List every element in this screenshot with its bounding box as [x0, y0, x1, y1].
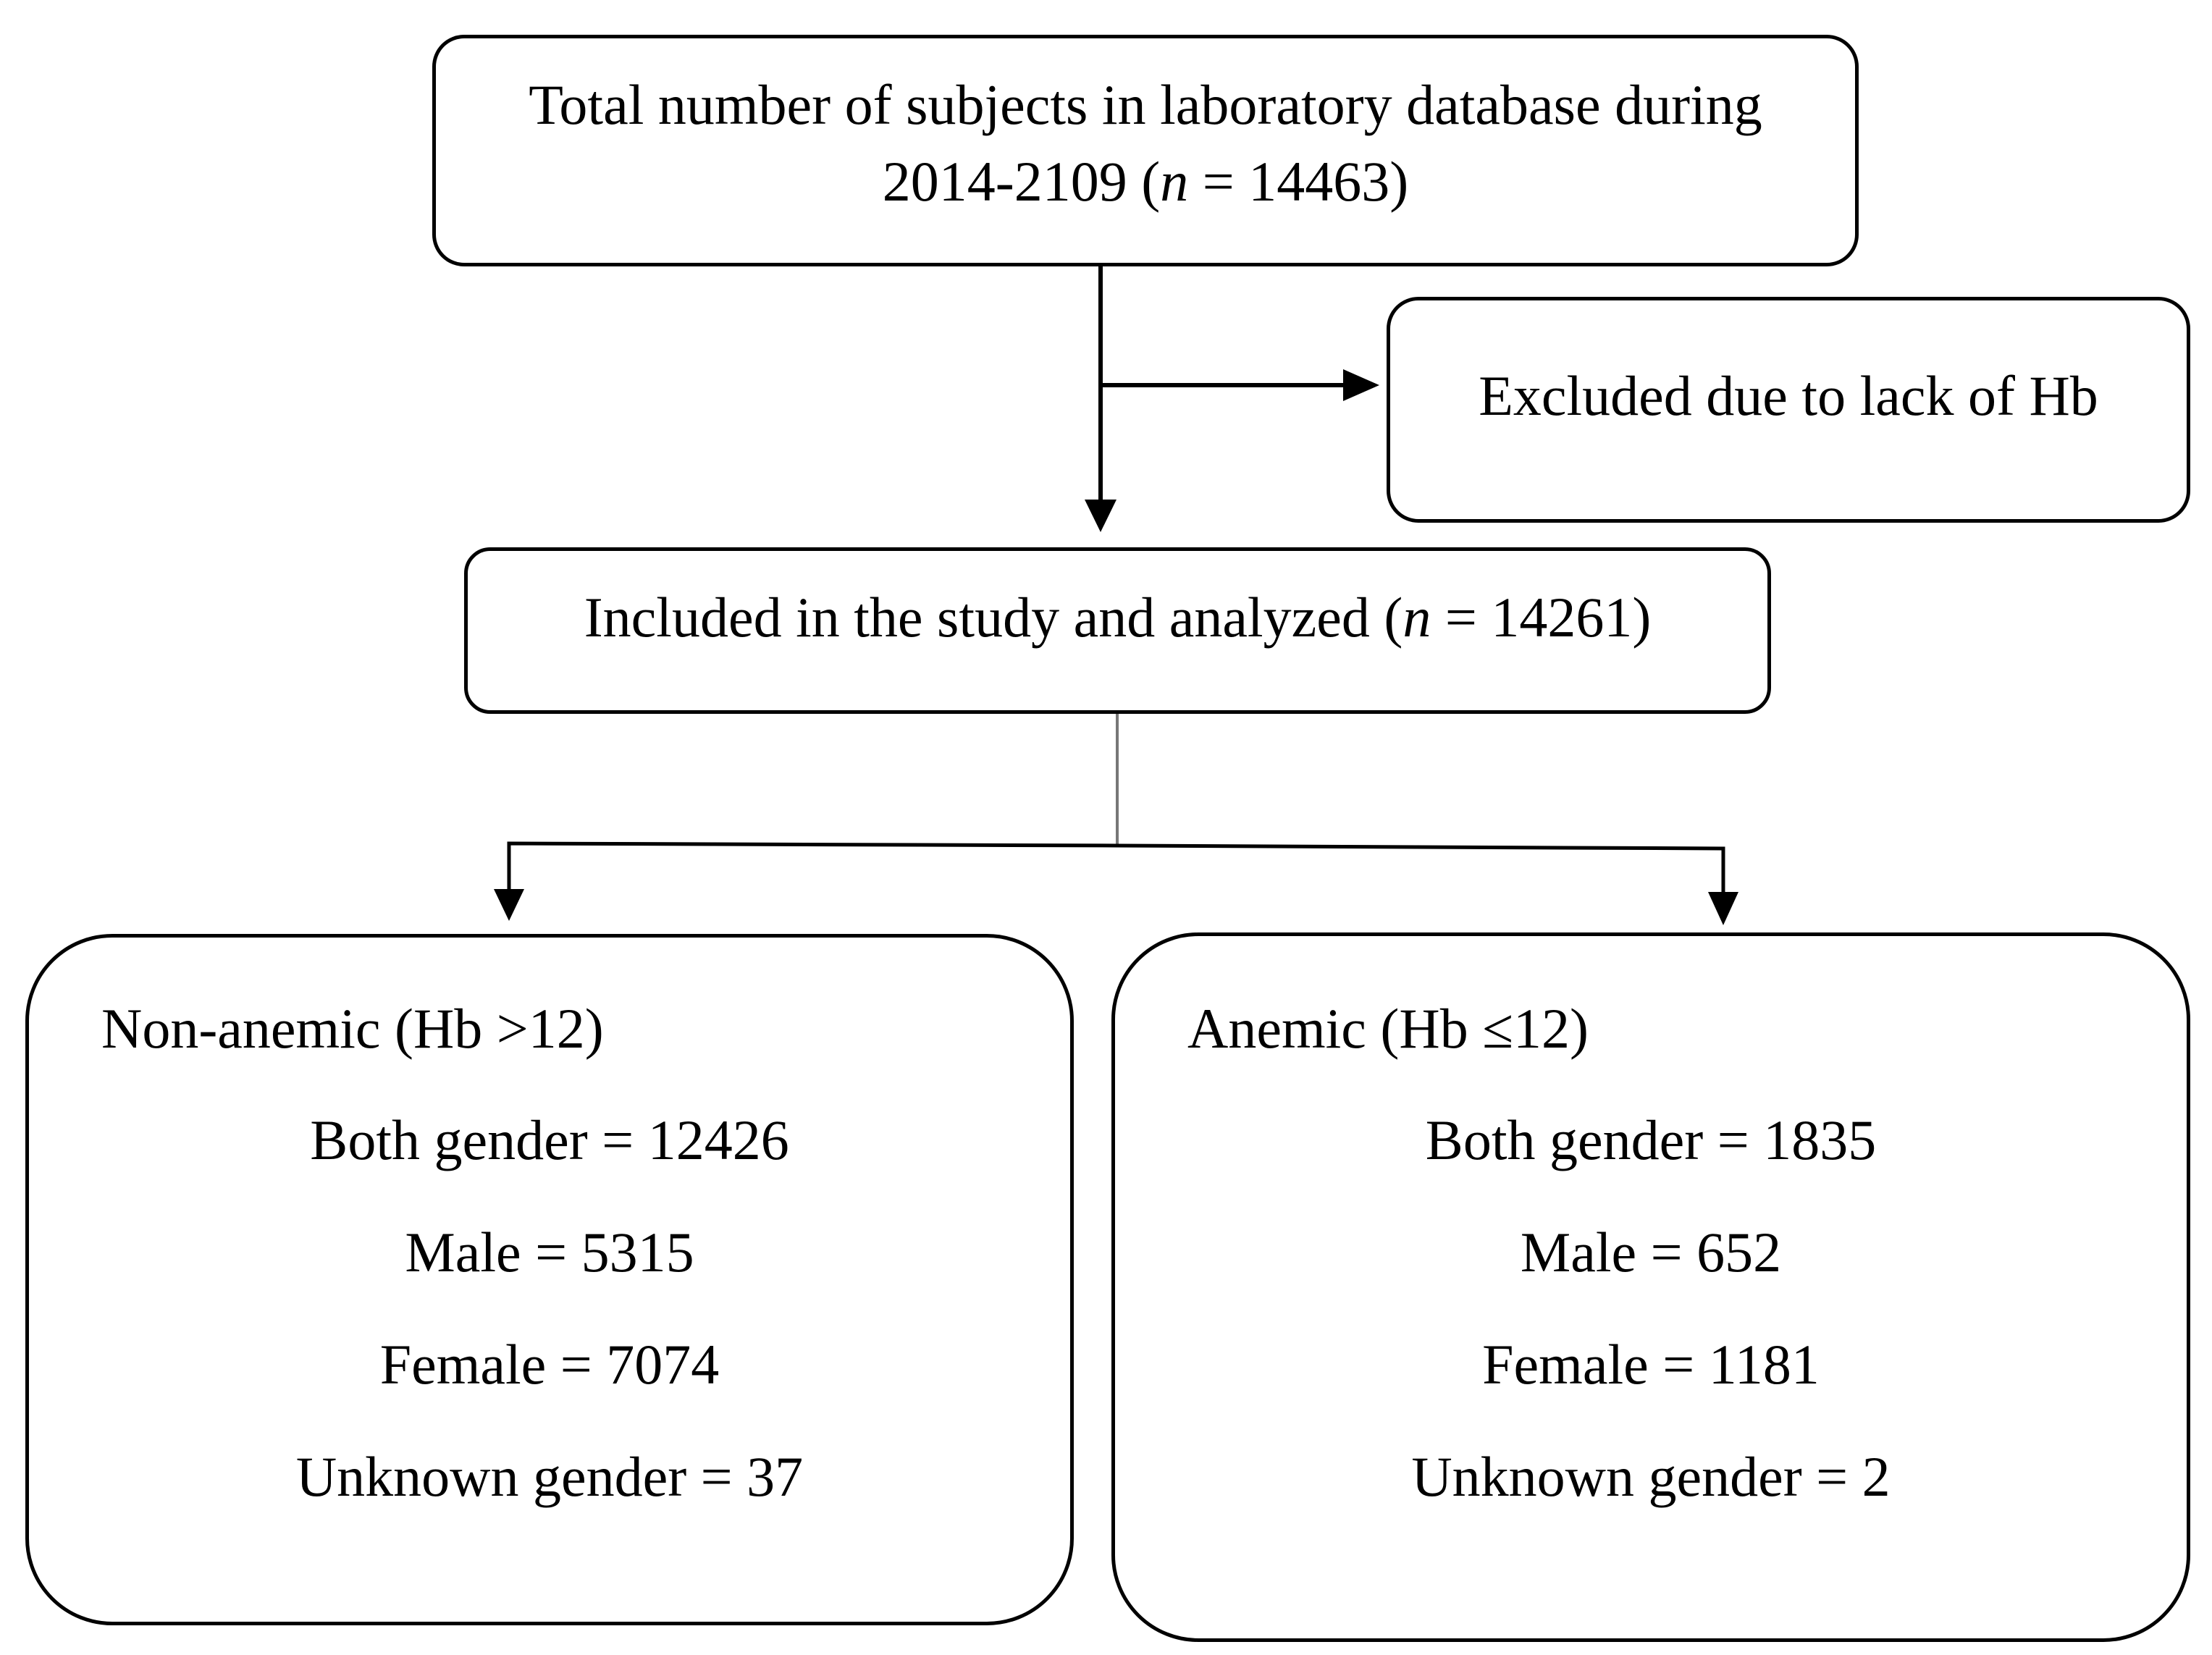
non-anemic-title: Non-anemic (Hb >12) [101, 997, 604, 1060]
total-subjects-box: Total number of subjects in laboratory d… [432, 35, 1859, 266]
anemic-box: Anemic (Hb ≤12) Both gender = 1835 Male … [1111, 932, 2190, 1642]
anemic-female: Female = 1181 [1482, 1333, 1820, 1396]
anemic-male: Male = 652 [1520, 1221, 1782, 1284]
anemic-both: Both gender = 1835 [1425, 1108, 1877, 1171]
total-subjects-n: n [1160, 150, 1189, 213]
total-subjects-line1: Total number of subjects in laboratory d… [529, 73, 1762, 136]
non-anemic-both: Both gender = 12426 [310, 1108, 789, 1171]
arrowhead-nonanemic [494, 889, 524, 921]
arrowhead-anemic [1708, 892, 1738, 925]
included-label-pre: Included in the study and analyzed ( [584, 586, 1403, 649]
non-anemic-box: Non-anemic (Hb >12) Both gender = 12426 … [25, 934, 1074, 1625]
split-line [507, 841, 1725, 893]
total-subjects-line2-pre: 2014-2109 ( [882, 150, 1161, 213]
anemic-unknown: Unknown gender = 2 [1411, 1445, 1891, 1508]
total-subjects-line2: 2014-2109 (n = 14463) [436, 144, 1855, 219]
total-subjects-line2-post: = 14463) [1188, 150, 1409, 213]
included-label: Included in the study and analyzed (n = … [468, 580, 1767, 655]
arrowhead-included [1085, 500, 1116, 532]
arrowhead-excluded [1343, 369, 1379, 401]
non-anemic-male: Male = 5315 [405, 1221, 694, 1284]
anemic-title: Anemic (Hb ≤12) [1187, 997, 1589, 1060]
excluded-box: Excluded due to lack of Hb [1387, 297, 2190, 523]
non-anemic-unknown: Unknown gender = 37 [295, 1445, 804, 1508]
included-label-post: = 14261) [1431, 586, 1652, 649]
included-n: n [1403, 586, 1431, 649]
excluded-label: Excluded due to lack of Hb [1479, 364, 2098, 427]
non-anemic-female: Female = 7074 [379, 1333, 720, 1396]
included-box: Included in the study and analyzed (n = … [464, 547, 1771, 714]
